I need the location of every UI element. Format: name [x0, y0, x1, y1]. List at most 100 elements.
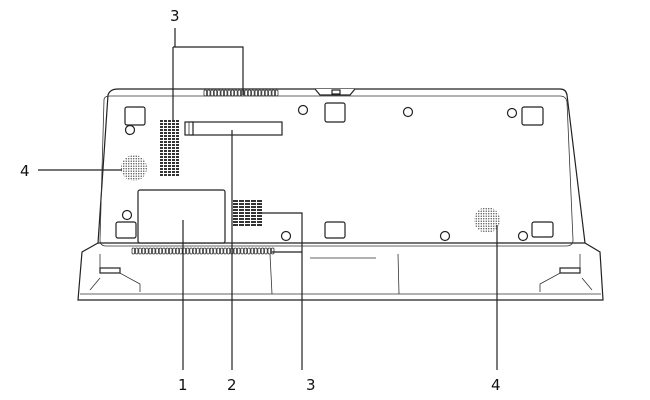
vent-hole [251, 200, 256, 202]
vent-hole [245, 203, 250, 205]
vent-slot [165, 247, 169, 255]
foot-bottom-center [324, 221, 346, 239]
vent-hole [239, 200, 244, 202]
vent-hole [239, 203, 244, 205]
vent-hole [176, 165, 179, 167]
vent-hole [176, 144, 179, 146]
vent-hole [245, 209, 250, 211]
vent-slot [206, 247, 210, 255]
vent-hole [176, 150, 179, 152]
vent-slot [230, 89, 235, 97]
vent-slot [267, 247, 271, 255]
vent-hole [233, 200, 238, 202]
vent-slot [274, 89, 279, 97]
vent-hole [160, 165, 163, 167]
vent-hole [176, 162, 179, 164]
vent-slot [158, 247, 163, 255]
vent-slot [213, 247, 217, 255]
vent-hole [160, 129, 163, 131]
vent-hole [172, 171, 175, 173]
vent-hole [160, 162, 163, 164]
vent-hole [160, 153, 163, 155]
vent-hole [168, 138, 171, 140]
vent-slot [210, 89, 214, 97]
vent-hole [160, 174, 163, 176]
vent-slot [253, 247, 258, 255]
vent-hole [257, 212, 262, 214]
center-vent-grid [233, 200, 262, 226]
vent-hole [239, 209, 244, 211]
foot-bottom-left [115, 221, 137, 239]
vent-hole [239, 224, 244, 226]
vent-slot [264, 89, 269, 97]
vent-slot [220, 89, 224, 97]
vent-hole [172, 135, 175, 137]
vent-hole [168, 147, 171, 149]
vent-hole [176, 156, 179, 158]
vent-hole [245, 215, 250, 217]
vent-hole [160, 126, 163, 128]
foot-top-center [324, 102, 346, 123]
vent-hole [176, 132, 179, 134]
vent-hole [176, 174, 179, 176]
vent-hole [176, 138, 179, 140]
vent-slot [175, 247, 180, 255]
vent-hole [168, 132, 171, 134]
vent-hole [172, 144, 175, 146]
leader-lines [38, 28, 498, 370]
vent-hole [168, 129, 171, 131]
vent-slot [251, 89, 255, 97]
foot-top-left [124, 106, 146, 126]
vent-hole [168, 141, 171, 143]
vent-slot [240, 247, 244, 255]
vent-hole [176, 147, 179, 149]
memory-cover [137, 189, 226, 244]
right-speaker-grille [474, 207, 500, 233]
vent-slot [192, 247, 197, 255]
callout-left-speaker: 4 [20, 162, 30, 180]
vent-hole [164, 141, 167, 143]
vent-slot [202, 247, 207, 255]
vent-hole [164, 171, 167, 173]
left-speaker-grille [121, 155, 147, 181]
vent-slot [209, 247, 214, 255]
vent-hole [164, 174, 167, 176]
vent-hole [176, 141, 179, 143]
vent-hole [168, 123, 171, 125]
vent-hole [172, 141, 175, 143]
vent-slot [131, 247, 135, 255]
vent-hole [172, 126, 175, 128]
vent-hole [233, 203, 238, 205]
vent-slot [217, 89, 221, 97]
vent-slot [260, 247, 265, 255]
vent-hole [233, 224, 238, 226]
vent-slot [213, 89, 218, 97]
vent-hole [168, 135, 171, 137]
callout-right-speaker: 4 [491, 376, 501, 394]
vent-hole [164, 168, 167, 170]
vent-hole [168, 174, 171, 176]
vent-hole [251, 206, 256, 208]
vent-hole [251, 212, 256, 214]
vent-hole [160, 147, 163, 149]
vent-hole [172, 147, 175, 149]
vent-hole [233, 221, 238, 223]
vent-slot [227, 89, 231, 97]
vent-hole [168, 159, 171, 161]
vent-hole [245, 221, 250, 223]
inner-panel [99, 95, 574, 247]
vent-hole [176, 123, 179, 125]
vent-hole [233, 209, 238, 211]
vent-hole [233, 206, 238, 208]
vent-hole [233, 215, 238, 217]
vent-hole [239, 212, 244, 214]
vent-hole [168, 144, 171, 146]
vent-hole [164, 153, 167, 155]
vent-slot [257, 89, 262, 97]
bottom-vent [131, 247, 275, 255]
vent-hole [176, 171, 179, 173]
vent-slot [261, 89, 265, 97]
vent-hole [168, 156, 171, 158]
vent-slot [134, 247, 139, 255]
rubber-feet [115, 102, 554, 239]
